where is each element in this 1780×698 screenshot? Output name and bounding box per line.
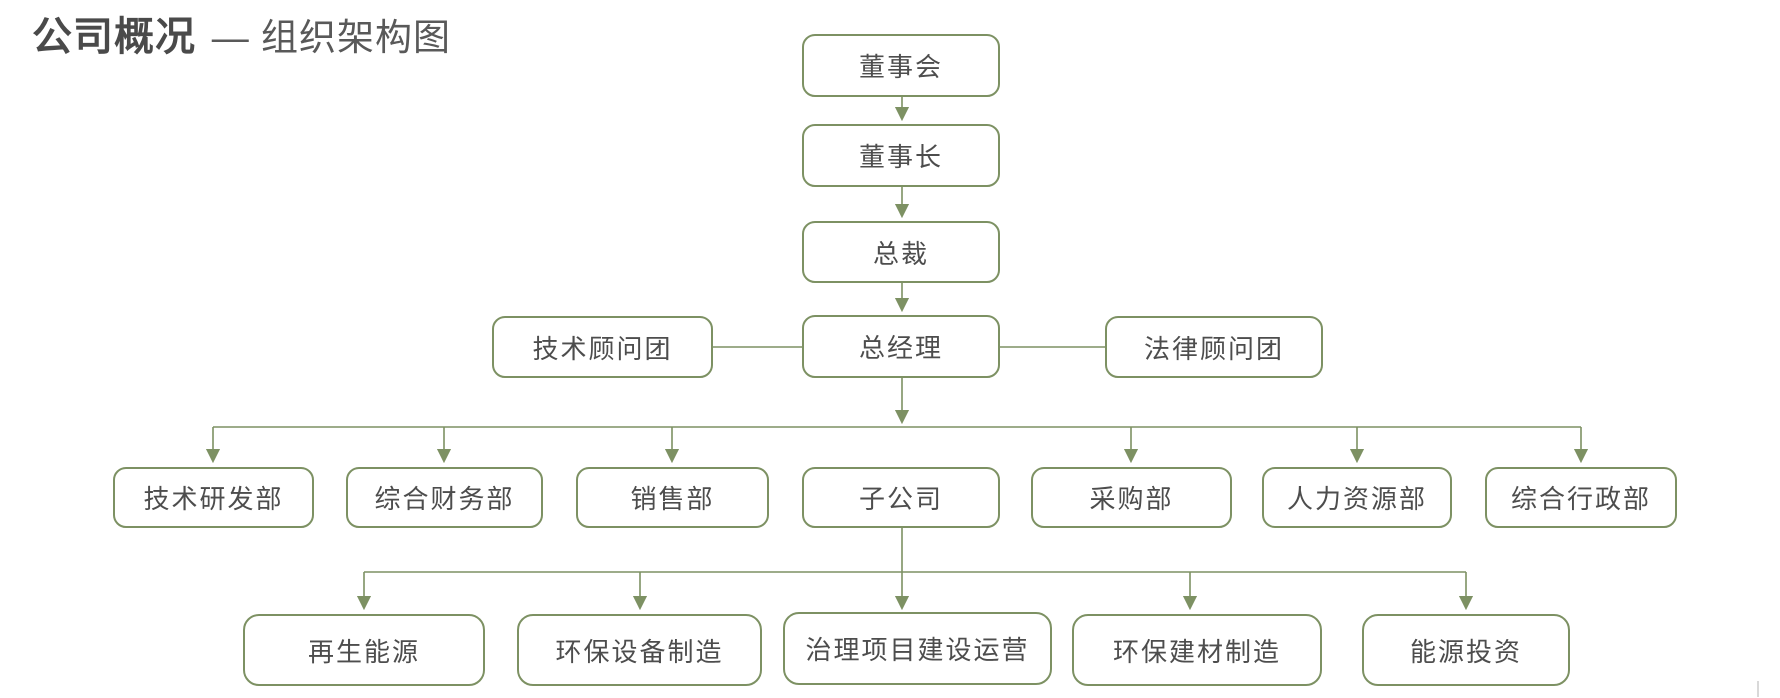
org-node-sub-treatment-projects: 治理项目建设运营 bbox=[783, 612, 1052, 685]
org-node-dept-subsidiaries: 子公司 bbox=[802, 467, 1000, 528]
org-node-dept-rd: 技术研发部 bbox=[113, 467, 314, 528]
page-edge-line bbox=[1757, 681, 1759, 697]
org-node-dept-sales: 销售部 bbox=[576, 467, 769, 528]
org-node-board: 董事会 bbox=[802, 34, 1000, 97]
org-node-sub-enviro-materials: 环保建材制造 bbox=[1072, 614, 1322, 686]
org-node-sub-energy-investment: 能源投资 bbox=[1362, 614, 1570, 686]
org-node-chairman: 董事长 bbox=[802, 124, 1000, 187]
page-title-subtext: — 组织架构图 bbox=[211, 17, 452, 58]
org-node-dept-hr: 人力资源部 bbox=[1262, 467, 1452, 528]
org-node-dept-admin: 综合行政部 bbox=[1485, 467, 1677, 528]
org-node-dept-purchasing: 采购部 bbox=[1031, 467, 1232, 528]
org-node-legal-advisors: 法律顾问团 bbox=[1105, 316, 1323, 378]
org-node-sub-renewable-energy: 再生能源 bbox=[243, 614, 485, 686]
org-node-dept-finance: 综合财务部 bbox=[346, 467, 543, 528]
org-node-sub-enviro-equipment: 环保设备制造 bbox=[517, 614, 762, 686]
org-node-president: 总裁 bbox=[802, 221, 1000, 283]
org-node-tech-advisors: 技术顾问团 bbox=[492, 316, 713, 378]
org-node-general-manager: 总经理 bbox=[802, 315, 1000, 378]
page-title: 公司概况 — 组织架构图 bbox=[32, 4, 451, 62]
page-title-bold: 公司概况 bbox=[32, 15, 196, 59]
